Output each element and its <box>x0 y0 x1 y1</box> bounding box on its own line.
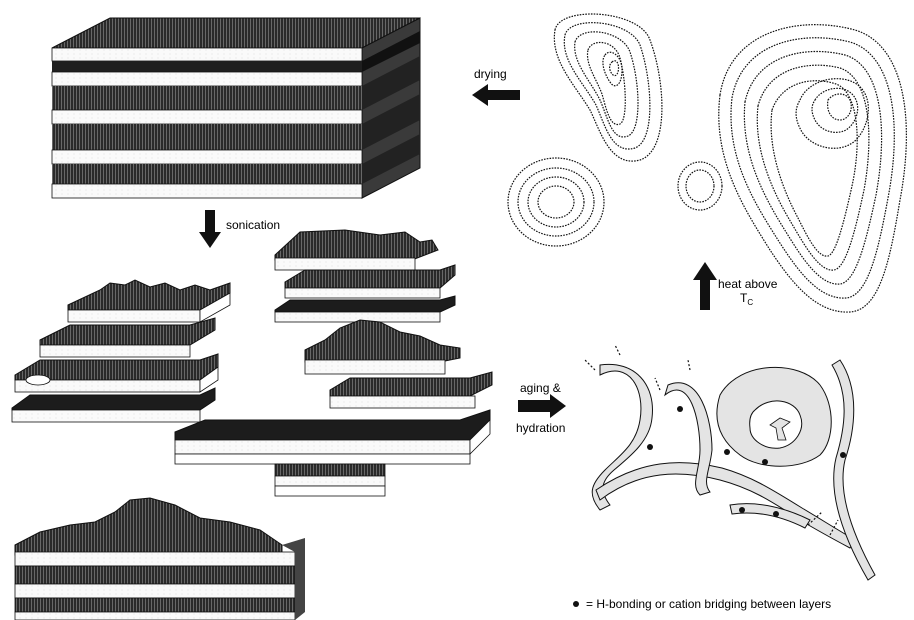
tc-sub: C <box>747 298 753 307</box>
broken-stack-a <box>12 280 230 422</box>
aging-label: aging & <box>520 381 561 395</box>
ordered-layer-stack <box>52 18 420 198</box>
drying-arrow <box>472 84 520 106</box>
sonication-arrow <box>199 210 221 248</box>
sonication-label: sonication <box>226 218 280 232</box>
heat-above-label: heat above <box>718 277 778 291</box>
drying-label: drying <box>474 67 507 81</box>
legend-dot <box>573 601 579 607</box>
hydration-label: hydration <box>516 421 565 435</box>
legend-text: = H-bonding or cation bridging between l… <box>586 597 831 611</box>
broken-stack-d <box>15 498 305 620</box>
tc-label: TC <box>740 291 753 307</box>
heat-arrow <box>693 262 717 310</box>
broken-stack-b <box>275 230 455 322</box>
gel-network <box>585 345 875 580</box>
broken-stack-c <box>175 320 492 496</box>
aging-hydration-arrow <box>518 394 566 418</box>
